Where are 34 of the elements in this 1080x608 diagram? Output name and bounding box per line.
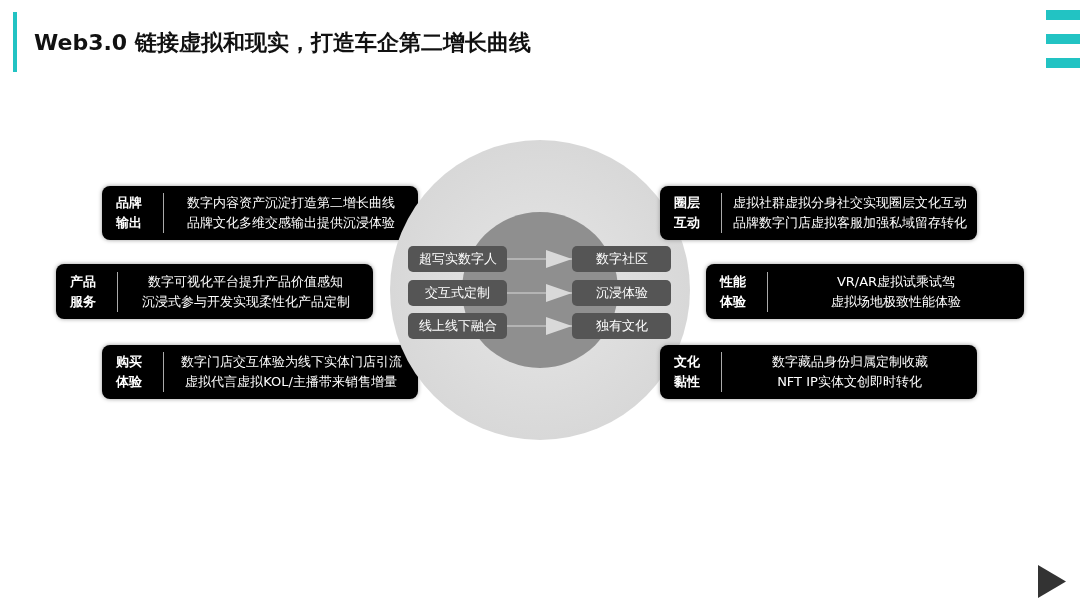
description-text: 沉浸式参与开发实现柔性化产品定制	[140, 292, 351, 311]
info-card	[102, 186, 418, 240]
label-box: 独有文化	[572, 313, 671, 339]
label-box: 数字社区	[572, 246, 671, 272]
arrow	[506, 250, 573, 268]
info-card	[660, 186, 977, 240]
arrow	[506, 284, 573, 302]
category-label: 性能体验	[706, 271, 768, 312]
description-text: 数字可视化平台提升产品价值感知	[147, 272, 344, 291]
title: Web3.0 链接虚拟和现实，打造车企第二增长曲线	[34, 29, 531, 57]
info-card	[660, 345, 977, 399]
category-label: 文化黏性	[660, 352, 722, 392]
info-card	[706, 264, 1024, 319]
label-box: 超写实数字人	[408, 246, 507, 272]
category-label: 产品服务	[56, 271, 118, 312]
description-text: 数字内容资产沉淀打造第二增长曲线	[186, 194, 396, 212]
label-box: 沉浸体验	[572, 280, 671, 306]
info-card	[56, 264, 373, 319]
label-box: 交互式定制	[408, 280, 507, 306]
description-text: 品牌文化多维交感输出提供沉浸体验	[186, 214, 396, 232]
info-card	[102, 345, 418, 399]
label-box: 线上线下融合	[408, 313, 507, 339]
description-text: 数字门店交互体验为线下实体门店引流	[179, 353, 403, 371]
arrow	[506, 317, 573, 335]
category-label: 购买体验	[102, 352, 164, 392]
description-text: 数字藏品身份归属定制收藏	[770, 353, 929, 371]
description-text: 虚拟代言虚拟KOL/主播带来销售增量	[184, 373, 398, 391]
description-text: 虚拟场地极致性能体验	[830, 292, 962, 311]
category-label: 圈层互动	[660, 193, 722, 233]
description-text: 品牌数字门店虚拟客服加强私域留存转化	[731, 214, 968, 232]
description-text: NFT IP实体文创即时转化	[776, 373, 923, 391]
description-text: VR/AR虚拟试乘试驾	[835, 272, 957, 291]
description-text: 虚拟社群虚拟分身社交实现圈层文化互动	[731, 194, 968, 212]
category-label: 品牌输出	[102, 193, 164, 233]
